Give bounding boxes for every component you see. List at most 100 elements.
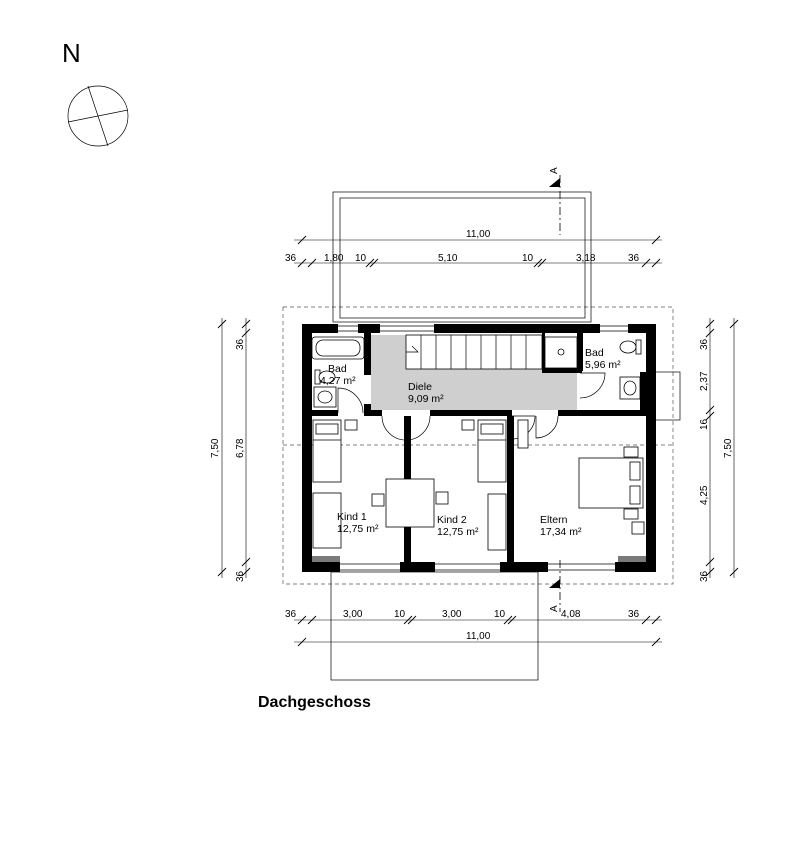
svg-text:11,00: 11,00 xyxy=(466,229,491,240)
svg-text:3,00: 3,00 xyxy=(442,609,462,620)
svg-text:16: 16 xyxy=(699,418,710,430)
tick-top-overall xyxy=(297,235,307,245)
svg-text:5,96 m²: 5,96 m² xyxy=(585,359,621,371)
window-bay-right xyxy=(651,371,681,421)
svg-text:6,78: 6,78 xyxy=(235,438,246,458)
tick-top-chain xyxy=(307,258,317,268)
tick-right-chain xyxy=(705,405,715,415)
tick-bottom-chain xyxy=(507,615,517,625)
room-label-kind1: Kind 1 12,75 m² xyxy=(337,511,379,535)
desk-kind1-icon xyxy=(312,492,342,549)
windows xyxy=(338,325,655,571)
svg-text:11,00: 11,00 xyxy=(466,631,491,642)
room-label-kind2: Kind 2 12,75 m² xyxy=(437,514,479,538)
tick-left-overall xyxy=(217,567,227,577)
section-label-top: A xyxy=(549,167,560,174)
svg-text:12,75 m²: 12,75 m² xyxy=(337,523,379,535)
tick-top-chain xyxy=(533,258,543,268)
room-label-eltern: Eltern 17,34 m² xyxy=(540,514,582,538)
svg-text:3,18: 3,18 xyxy=(576,253,596,264)
dimension-top: 11,00 36 1,80 10 5,10 10 3,18 36 xyxy=(285,229,662,264)
tick-bottom-chain xyxy=(297,615,307,625)
north-arrow: N xyxy=(62,38,129,147)
toilet-right-icon xyxy=(619,339,642,355)
section-label-bottom: A xyxy=(549,605,560,612)
tick-bottom-chain xyxy=(307,615,317,625)
tick-top-chain xyxy=(537,258,547,268)
tick-top-chain xyxy=(641,258,651,268)
doors xyxy=(337,372,606,441)
tick-top-chain xyxy=(651,258,661,268)
dimension-ticks xyxy=(217,235,739,647)
wardrobe-eltern xyxy=(517,419,529,449)
balcony-top xyxy=(332,191,592,323)
tick-right-overall xyxy=(729,567,739,577)
svg-text:36: 36 xyxy=(628,253,640,264)
svg-text:4,27 m²: 4,27 m² xyxy=(320,375,356,387)
svg-text:36: 36 xyxy=(699,338,710,350)
svg-text:4,25: 4,25 xyxy=(699,485,710,505)
tick-left-overall xyxy=(217,319,227,329)
tick-right-chain xyxy=(705,328,715,338)
sink-icon xyxy=(313,386,337,408)
tick-top-chain xyxy=(365,258,375,268)
svg-text:Kind 1: Kind 1 xyxy=(337,511,367,523)
sink-right-icon xyxy=(619,376,641,400)
svg-text:36: 36 xyxy=(285,253,297,264)
svg-text:Diele: Diele xyxy=(408,381,432,393)
plan-title: Dachgeschoss xyxy=(258,694,371,711)
tick-left-chain xyxy=(241,319,251,329)
room-label-diele: Diele 9,09 m² xyxy=(408,381,444,405)
svg-text:4,08: 4,08 xyxy=(561,609,581,620)
bathtub-icon xyxy=(311,336,365,360)
dimension-right: 36 2,37 16 4,25 36 7,50 xyxy=(699,318,735,582)
svg-text:9,09 m²: 9,09 m² xyxy=(408,393,444,405)
chair-eltern xyxy=(631,521,645,535)
svg-text:7,50: 7,50 xyxy=(723,438,734,458)
tick-right-chain xyxy=(705,411,715,421)
svg-text:2,37: 2,37 xyxy=(699,371,710,391)
tick-top-chain xyxy=(297,258,307,268)
balcony-top-inner xyxy=(339,197,586,319)
tick-right-chain xyxy=(705,557,715,567)
svg-text:3,00: 3,00 xyxy=(343,609,363,620)
tick-bottom-chain xyxy=(641,615,651,625)
svg-text:10: 10 xyxy=(494,609,506,620)
roof-outline xyxy=(282,306,674,585)
tick-left-chain xyxy=(241,328,251,338)
tick-left-chain xyxy=(241,557,251,567)
tick-bottom-overall xyxy=(297,637,307,647)
svg-text:10: 10 xyxy=(394,609,406,620)
nightstand-kind1 xyxy=(344,419,358,431)
svg-text:Kind 2: Kind 2 xyxy=(437,514,467,526)
svg-text:7,50: 7,50 xyxy=(210,438,221,458)
svg-text:17,34 m²: 17,34 m² xyxy=(540,526,582,538)
tick-bottom-chain xyxy=(651,615,661,625)
bed-kind2-icon xyxy=(477,419,507,483)
tick-top-overall xyxy=(651,235,661,245)
exterior-walls xyxy=(302,324,656,572)
svg-text:10: 10 xyxy=(355,253,367,264)
svg-text:Bad: Bad xyxy=(328,363,347,375)
svg-text:36: 36 xyxy=(285,609,297,620)
dimension-left: 7,50 6,78 36 36 xyxy=(210,318,247,582)
svg-text:5,10: 5,10 xyxy=(438,253,458,264)
tick-bottom-chain xyxy=(407,615,417,625)
room-label-bad-left: Bad 4,27 m² xyxy=(320,363,356,387)
svg-text:1,80: 1,80 xyxy=(324,253,344,264)
compass-icon xyxy=(67,85,129,147)
svg-text:Eltern: Eltern xyxy=(540,514,568,526)
section-marker-bottom: A xyxy=(549,560,561,612)
tick-right-chain xyxy=(705,319,715,329)
section-marker-top: A xyxy=(549,167,561,235)
double-bed-icon xyxy=(578,446,644,520)
tick-left-chain xyxy=(241,567,251,577)
nightstand-kind2 xyxy=(461,419,475,431)
svg-text:36: 36 xyxy=(235,570,246,582)
desk-kind2-icon xyxy=(487,493,507,551)
tick-right-overall xyxy=(729,319,739,329)
tick-right-chain xyxy=(705,567,715,577)
svg-text:36: 36 xyxy=(628,609,640,620)
svg-text:36: 36 xyxy=(235,338,246,350)
